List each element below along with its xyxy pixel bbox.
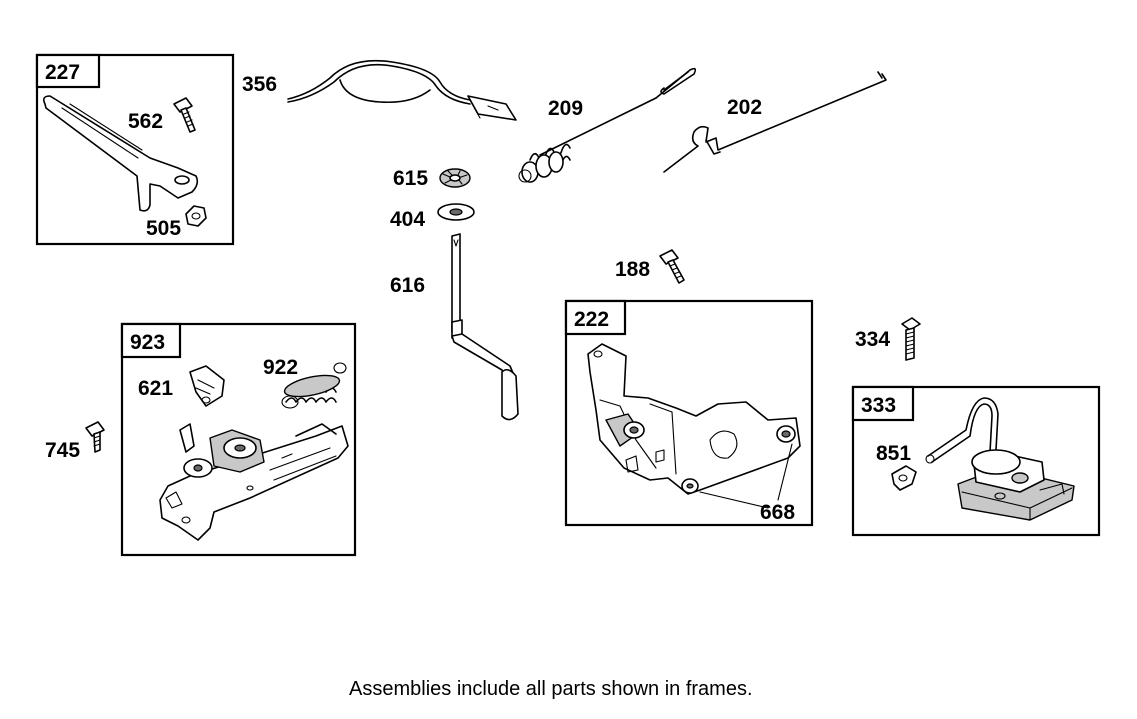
callout-202: 202 xyxy=(727,96,762,119)
frame-label-923: 923 xyxy=(130,331,165,354)
callout-851: 851 xyxy=(876,442,911,465)
control-bracket-part xyxy=(43,95,199,212)
nut-505-part xyxy=(185,205,207,227)
control-plate-part xyxy=(159,423,349,541)
leader-668-b xyxy=(777,443,793,501)
callout-562: 562 xyxy=(128,110,163,133)
governor-crank-616-part xyxy=(451,233,519,421)
callout-745: 745 xyxy=(45,439,80,462)
leader-668-a xyxy=(699,491,769,509)
clip-851-part xyxy=(891,465,917,491)
governor-spring-209-part xyxy=(518,67,697,183)
callout-188: 188 xyxy=(615,258,650,281)
assembly-frame-227: 227 562 505 xyxy=(35,53,235,246)
callout-404: 404 xyxy=(390,208,425,231)
assembly-frame-222: 222 668 xyxy=(564,299,814,527)
screw-562-part xyxy=(173,97,196,133)
callout-616: 616 xyxy=(390,274,425,297)
frame-label-222: 222 xyxy=(574,308,609,331)
callout-505: 505 xyxy=(146,217,181,240)
governor-link-202-part xyxy=(663,71,887,173)
frame-label-227: 227 xyxy=(45,61,80,84)
assembly-frame-923: 923 621 xyxy=(120,322,357,557)
callout-922: 922 xyxy=(263,356,298,379)
clip-621-part xyxy=(189,365,225,407)
ignition-module-part xyxy=(925,397,1075,521)
frame-label-333: 333 xyxy=(861,394,896,417)
seal-615-part xyxy=(439,168,471,188)
diagram-caption: Assemblies include all parts shown in fr… xyxy=(349,678,753,700)
washer-404-part xyxy=(437,203,475,221)
screw-334-part xyxy=(901,317,921,361)
callout-615: 615 xyxy=(393,167,428,190)
callout-209: 209 xyxy=(548,97,583,120)
control-bracket-222-part xyxy=(587,343,801,495)
callout-334: 334 xyxy=(855,328,890,351)
ground-wire-356-part xyxy=(287,59,517,121)
callout-356: 356 xyxy=(242,73,277,96)
spring-922-part xyxy=(281,362,347,409)
callout-668: 668 xyxy=(760,501,795,524)
assembly-frame-333: 333 851 xyxy=(851,385,1101,537)
screw-188-part xyxy=(659,249,685,284)
screw-745-part xyxy=(85,421,105,453)
callout-621: 621 xyxy=(138,377,173,400)
